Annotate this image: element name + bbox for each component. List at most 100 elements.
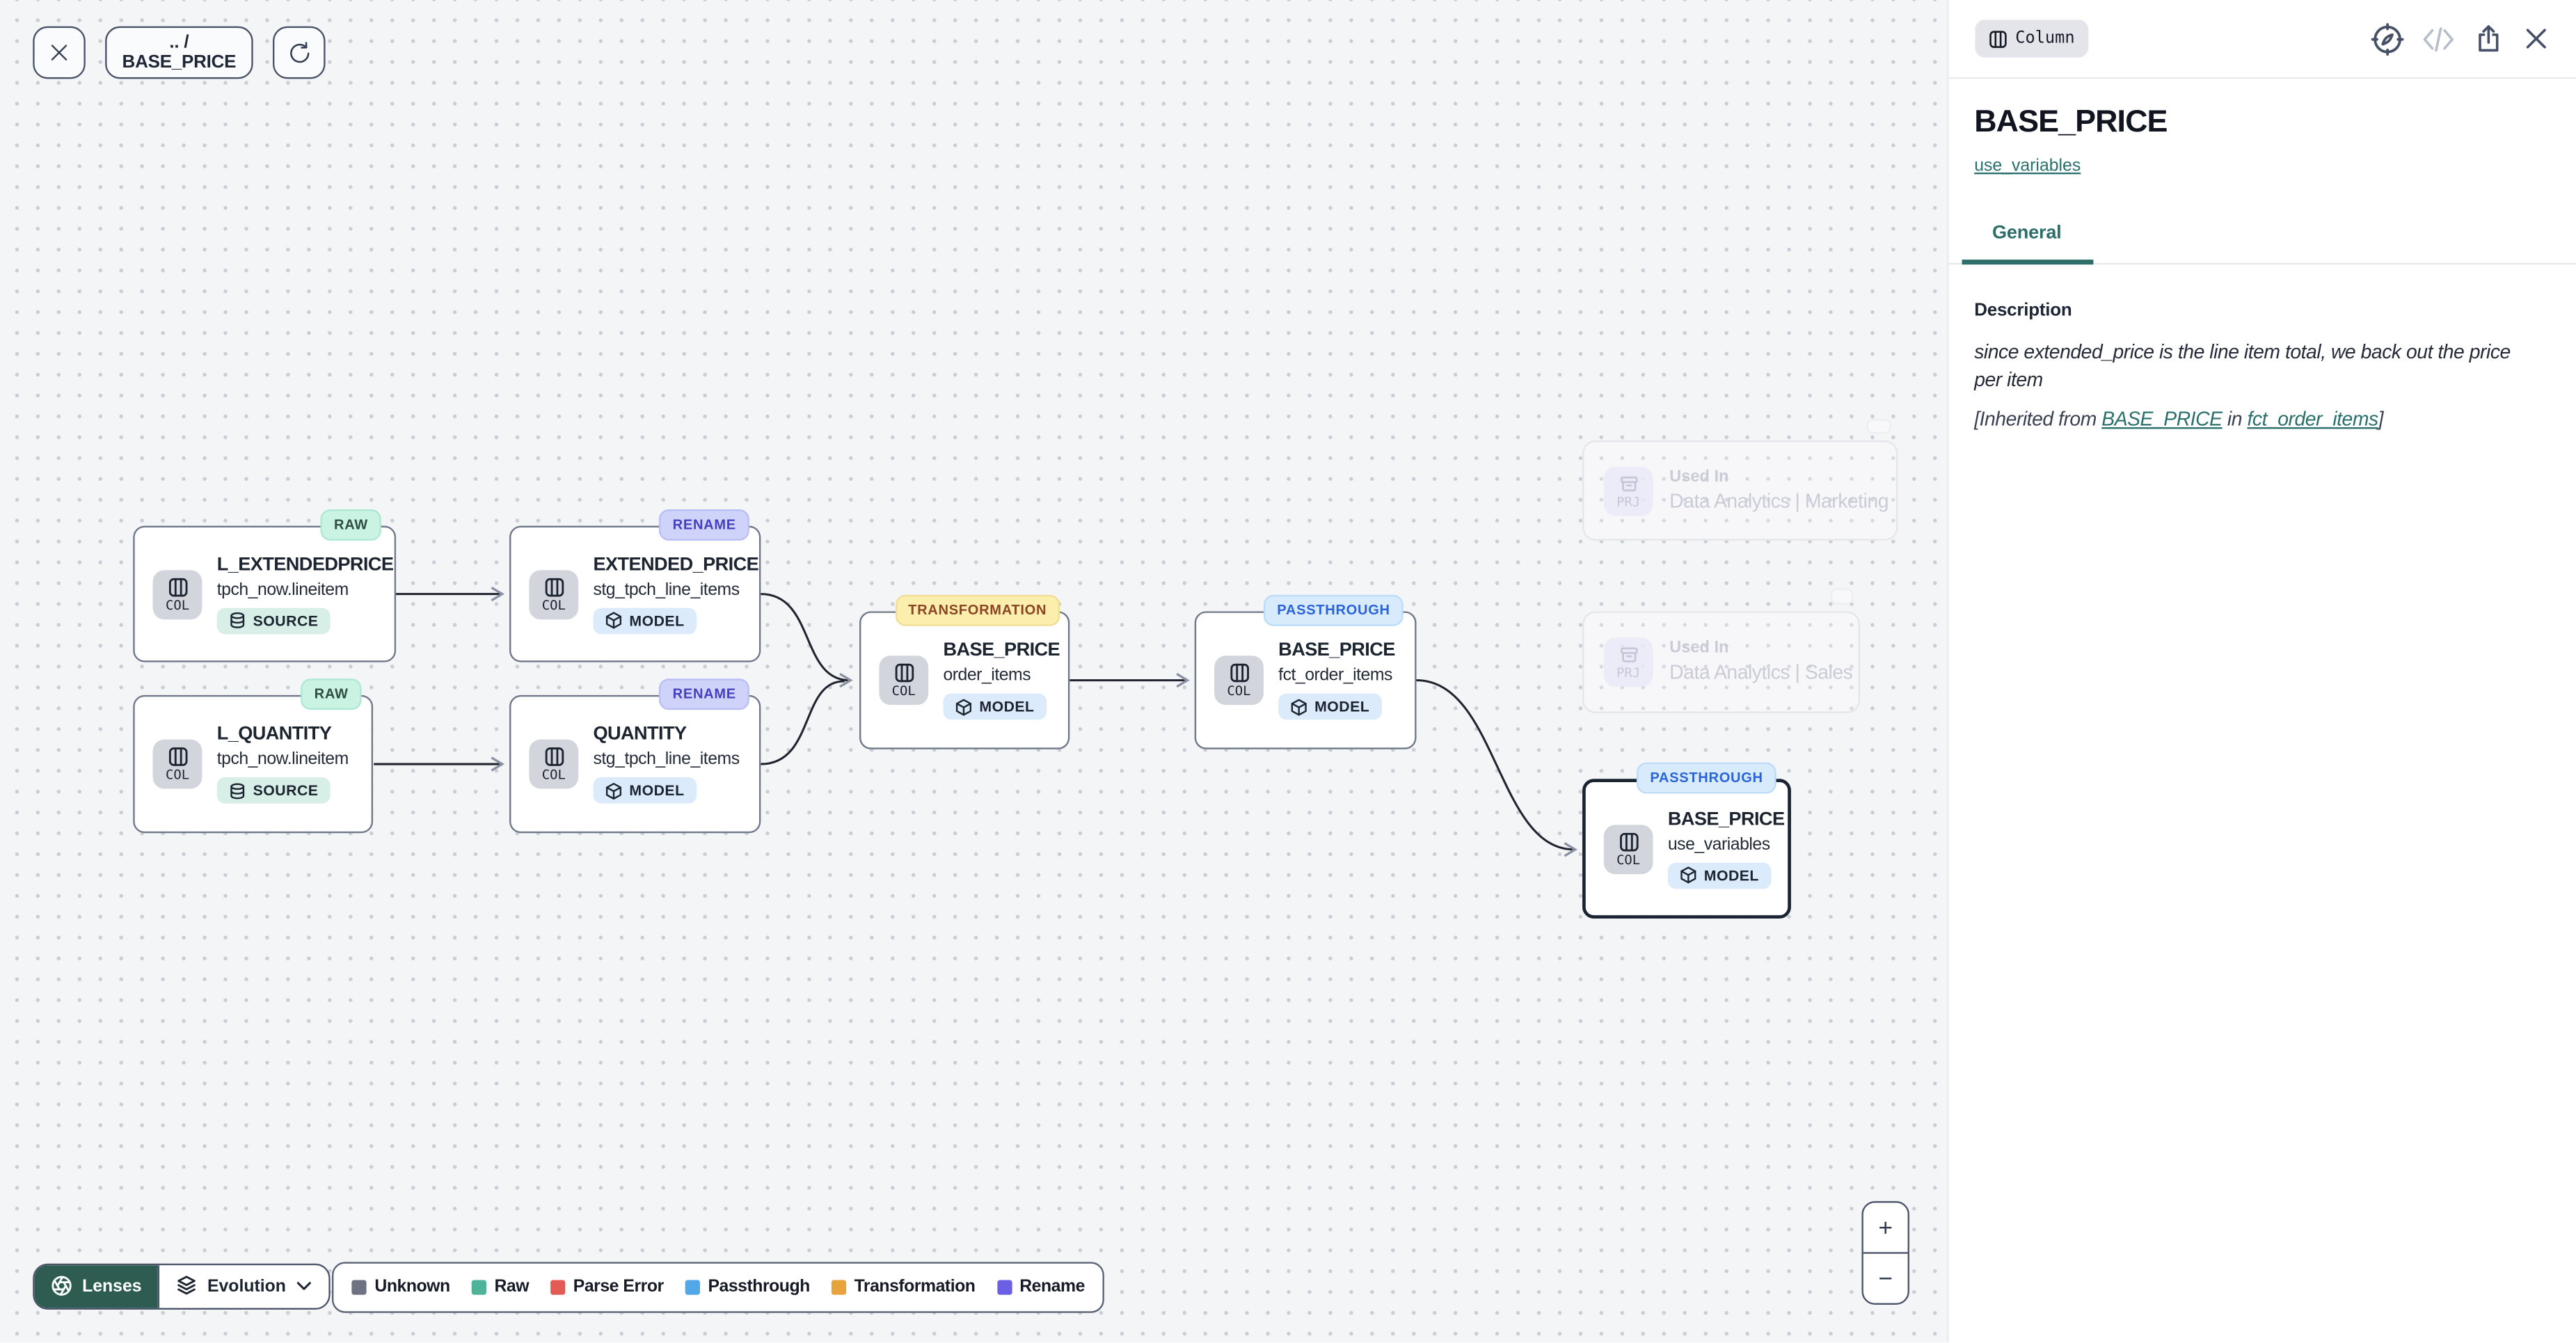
description-heading: Description [1974, 301, 2072, 321]
inherited-column-link[interactable]: BASE_PRICE [2101, 407, 2223, 431]
ghost-badge-pill [1829, 588, 1854, 605]
legend-item: Rename [996, 1277, 1085, 1297]
breadcrumb-label: .. / BASE_PRICE [122, 33, 237, 72]
panel-body: BASE_PRICE use_variables General Descrip… [1948, 79, 2576, 456]
lens-selector-dropdown[interactable]: Evolution [158, 1265, 329, 1308]
node-l-quantity[interactable]: RAW COL L_QUANTITY tpch_now.lineitem SOU… [133, 678, 374, 834]
status-badge: PASSTHROUGH [1264, 594, 1404, 626]
status-badge: RAW [321, 509, 381, 541]
inherited-suffix: ] [2378, 407, 2384, 431]
legend-label: Unknown [374, 1277, 450, 1297]
legend-label: Passthrough [708, 1277, 810, 1297]
aperture-icon [51, 1276, 72, 1297]
layers-icon [176, 1276, 198, 1297]
legend-label: Transformation [854, 1277, 976, 1297]
project-kind-badge: PRJ [1603, 637, 1653, 686]
ghost-node-sales[interactable]: PRJ Used In Data Analytics | Sales [1582, 610, 1861, 713]
model-chip: MODEL [943, 693, 1047, 720]
legend-item: Passthrough [685, 1277, 810, 1297]
zoom-out-button[interactable]: − [1863, 1254, 1908, 1303]
node-base-price-order-items[interactable]: TRANSFORMATION COL BASE_PRICE order_item… [859, 594, 1070, 749]
legend-label: Raw [494, 1277, 530, 1297]
lenses-label: Lenses [82, 1276, 142, 1296]
close-icon [2522, 24, 2550, 52]
status-badge: RENAME [659, 678, 749, 710]
ghost-name: Data Analytics | Sales [1669, 660, 1853, 684]
archive-icon [1618, 643, 1639, 665]
database-icon [228, 611, 246, 629]
inherited-note: [Inherited from BASE_PRICE in fct_order_… [1974, 408, 2550, 431]
node-subtitle: use_variables [1667, 834, 1770, 854]
node-base-price-use-variables[interactable]: PASSTHROUGH COL BASE_PRICE use_variables… [1582, 762, 1791, 919]
zoom-in-button[interactable]: + [1863, 1203, 1908, 1254]
share-icon [2473, 23, 2504, 54]
column-kind-badge: COL [152, 569, 202, 619]
refresh-button[interactable] [272, 26, 326, 79]
column-kind-badge: COL [879, 655, 929, 706]
column-kind-badge: COL [152, 739, 202, 789]
legend-swatch-unknown [351, 1279, 367, 1295]
node-subtitle: tpch_now.lineitem [216, 579, 349, 599]
inherited-mid: in [2222, 407, 2248, 431]
status-badge: RAW [301, 678, 362, 710]
ghost-node-marketing[interactable]: PRJ Used In Data Analytics | Marketing [1582, 440, 1898, 541]
inherited-model-link[interactable]: fct_order_items [2247, 407, 2378, 431]
status-badge: TRANSFORMATION [895, 594, 1060, 626]
edge-extendedprice-baseprice [761, 593, 853, 688]
legend-label: Parse Error [573, 1277, 664, 1297]
compass-icon [2371, 22, 2404, 55]
cube-icon [605, 781, 623, 800]
legend-swatch-raw [471, 1279, 486, 1295]
status-badge: PASSTHROUGH [1637, 762, 1776, 794]
description-text: since extended_price is the line item to… [1974, 340, 2511, 392]
node-subtitle: fct_order_items [1278, 665, 1392, 685]
ghost-label: Used In [1669, 639, 1729, 658]
archive-icon [1618, 472, 1639, 494]
node-title: BASE_PRICE [943, 640, 1060, 661]
model-chip: MODEL [1667, 861, 1771, 889]
node-subtitle: stg_tpch_line_items [593, 749, 740, 770]
breadcrumb[interactable]: .. / BASE_PRICE [105, 26, 253, 79]
model-chip: MODEL [593, 777, 697, 804]
legend-swatch-passthrough [685, 1279, 700, 1295]
node-extended-price[interactable]: RENAME COL EXTENDED_PRICE stg_tpch_line_… [509, 509, 761, 662]
lens-selected-label: Evolution [207, 1276, 286, 1296]
legend-item: Raw [471, 1277, 530, 1297]
compass-explore-button[interactable] [2371, 22, 2404, 55]
columns-icon [167, 746, 189, 768]
node-quantity[interactable]: RENAME COL QUANTITY stg_tpch_line_items … [509, 678, 761, 834]
legend-swatch-transformation [831, 1279, 846, 1295]
inherited-prefix: [Inherited from [1974, 407, 2102, 431]
legend-swatch-parse-error [550, 1279, 565, 1295]
lenses-button[interactable]: Lenses [34, 1265, 159, 1308]
legend-label: Rename [1019, 1277, 1085, 1297]
lens-legend: Unknown Raw Parse Error Passthrough Tran… [332, 1262, 1105, 1312]
column-kind-badge: COL [1603, 824, 1653, 874]
close-lineage-button[interactable] [33, 26, 86, 79]
tab-general[interactable]: General [1961, 223, 2093, 265]
close-panel-button[interactable] [2522, 24, 2550, 52]
lens-control: Lenses Evolution [33, 1263, 331, 1309]
legend-item: Unknown [351, 1277, 450, 1297]
model-chip: MODEL [1278, 693, 1381, 720]
node-base-price-fct-order-items[interactable]: PASSTHROUGH COL BASE_PRICE fct_order_ite… [1194, 594, 1417, 749]
node-l-extendedprice[interactable]: RAW COL L_EXTENDEDPRICE tpch_now.lineite… [133, 509, 397, 662]
model-link[interactable]: use_variables [1974, 156, 2081, 176]
cube-icon [955, 697, 973, 715]
chevron-down-icon [296, 1279, 312, 1294]
entity-type-badge: Column [1974, 19, 2088, 58]
edge-quantity-baseprice [761, 680, 845, 765]
view-code-button[interactable] [2422, 22, 2455, 55]
legend-item: Parse Error [550, 1277, 664, 1297]
cube-icon [1290, 697, 1308, 715]
share-button[interactable] [2473, 23, 2504, 54]
refresh-icon [287, 40, 311, 65]
columns-icon [1618, 831, 1639, 852]
node-subtitle: order_items [943, 665, 1031, 685]
node-title: BASE_PRICE [1667, 809, 1785, 829]
panel-header: Column [1948, 0, 2576, 79]
column-kind-badge: COL [529, 569, 579, 619]
column-kind-badge: COL [1214, 655, 1264, 706]
lineage-canvas[interactable]: .. / BASE_PRICE RAW COL L_EXTENDEDPRICE … [0, 0, 1947, 1343]
ghost-badge-pill [1866, 419, 1891, 434]
